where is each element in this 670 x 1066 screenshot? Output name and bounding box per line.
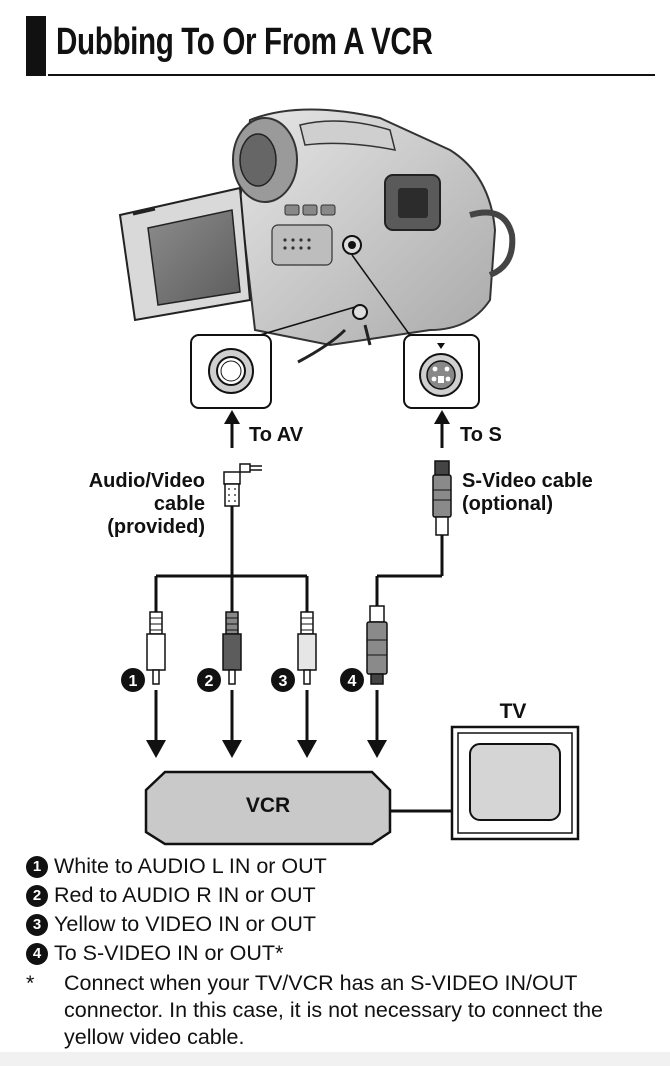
s-jack-leader	[351, 254, 413, 339]
av-jack-callout	[190, 334, 272, 409]
connector-number-3: 3	[271, 668, 295, 692]
av-jack-leader	[259, 306, 356, 336]
to-av-arrow	[224, 410, 240, 448]
rca-plug-red	[222, 611, 242, 685]
svg-text:4: 4	[348, 673, 357, 690]
legend-item: 3 Yellow to VIDEO IN or OUT	[26, 910, 656, 939]
vcr-label: VCR	[246, 794, 290, 817]
connection-diagram: To AV To S Audio/Video cable (provided) …	[89, 108, 593, 846]
header-underline	[48, 74, 655, 76]
connector-number-2: 2	[197, 668, 221, 692]
to-s-label: To S	[460, 424, 502, 446]
av-mini-plug	[223, 463, 262, 507]
to-av-label: To AV	[249, 424, 304, 446]
page-header: Dubbing To Or From A VCR	[26, 12, 655, 78]
legend-item-text: Yellow to VIDEO IN or OUT	[54, 912, 317, 936]
legend-item-text: Red to AUDIO R IN or OUT	[54, 883, 316, 907]
legend-number-badge: 1	[26, 855, 48, 878]
down-arrows	[146, 690, 387, 758]
footnote-asterisk: *	[26, 971, 35, 995]
legend-item: 4 To S-VIDEO IN or OUT*	[26, 939, 656, 968]
svideo-plug-top	[432, 460, 452, 536]
page-title: Dubbing To Or From A VCR	[56, 21, 433, 63]
legend-item: 1 White to AUDIO L IN or OUT	[26, 852, 656, 881]
legend-item-text: To S-VIDEO IN or OUT*	[54, 941, 284, 965]
legend-number-badge: 4	[26, 942, 48, 965]
svg-text:3: 3	[279, 673, 288, 690]
legend-item: 2 Red to AUDIO R IN or OUT	[26, 881, 656, 910]
svg-text:2: 2	[205, 673, 214, 690]
svideo-cable-label-line1: S-Video cable	[462, 470, 593, 492]
s-jack-callout	[403, 334, 480, 409]
page-footer-band	[0, 1052, 670, 1066]
svideo-plug-bottom	[366, 605, 388, 685]
vcr-device: VCR	[144, 770, 392, 846]
rca-plug-yellow	[297, 611, 317, 685]
footnote-text: Connect when your TV/VCR has an S-VIDEO …	[64, 971, 603, 1049]
header-accent-bar	[26, 16, 46, 76]
tv-device: TV	[450, 700, 580, 841]
footnote: * Connect when your TV/VCR has an S-VIDE…	[26, 970, 656, 1051]
av-cable-label-line2: cable	[154, 493, 205, 515]
av-cable-label-line1: Audio/Video	[89, 470, 205, 492]
legend-number-badge: 2	[26, 884, 48, 907]
to-s-arrow	[434, 410, 450, 448]
svideo-cable-label-line2: (optional)	[462, 493, 553, 515]
legend-number-badge: 3	[26, 913, 48, 936]
rca-plug-white	[146, 611, 166, 685]
svg-text:1: 1	[129, 673, 138, 690]
camcorder-illustration	[118, 108, 516, 364]
legend: 1 White to AUDIO L IN or OUT 2 Red to AU…	[26, 852, 656, 1051]
av-cable-wires	[154, 506, 309, 614]
connector-number-4: 4	[340, 668, 364, 692]
svideo-cable-wire	[375, 535, 444, 606]
legend-item-text: White to AUDIO L IN or OUT	[54, 854, 327, 878]
connector-number-1: 1	[121, 668, 145, 692]
tv-label: TV	[500, 700, 527, 723]
av-cable-label-line3: (provided)	[107, 516, 205, 538]
